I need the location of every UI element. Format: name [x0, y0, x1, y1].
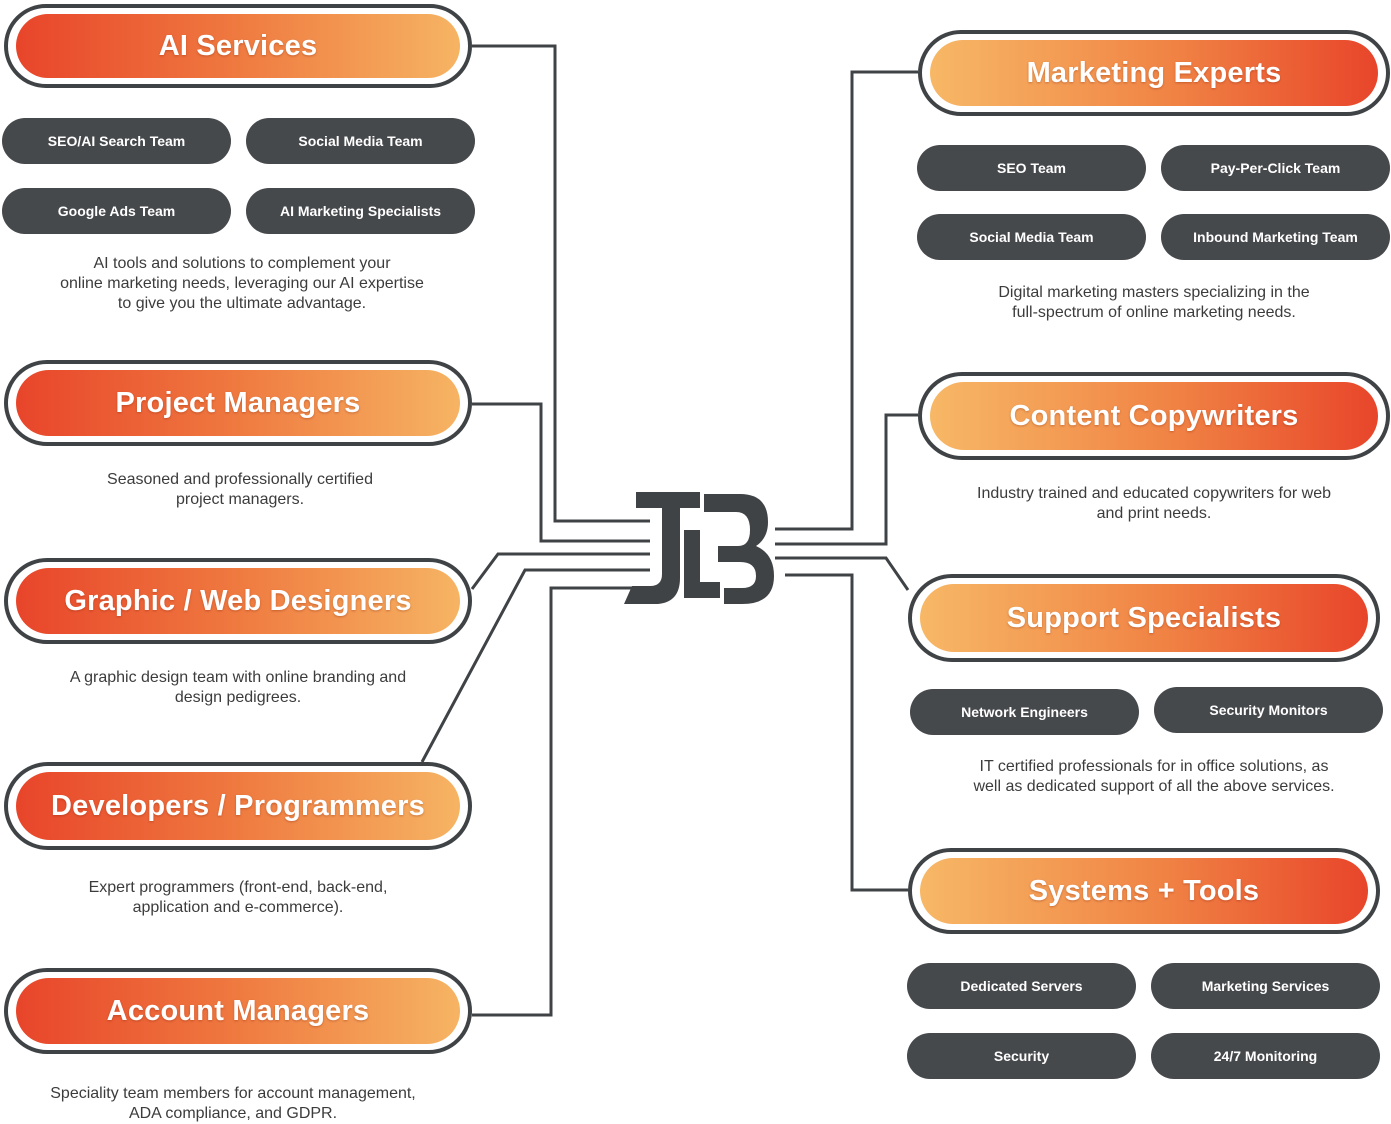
tag-ai-marketing-specialists[interactable]: AI Marketing Specialists	[246, 188, 475, 234]
connector-graphic-web	[470, 552, 650, 590]
systems-tools-header[interactable]: Systems + Tools	[908, 848, 1380, 934]
connector-project-managers	[472, 402, 650, 543]
ai-services-description: AI tools and solutions to complement you…	[60, 255, 424, 312]
tag-marketing-services[interactable]: Marketing Services	[1151, 963, 1380, 1009]
connector-systems-tools	[785, 573, 908, 892]
connector-account-managers	[472, 586, 650, 1017]
tag-seo-ai-search-team[interactable]: SEO/AI Search Team	[2, 118, 231, 164]
tag-dedicated-servers[interactable]: Dedicated Servers	[907, 963, 1136, 1009]
account-managers-description: Speciality team members for account mana…	[50, 1085, 416, 1122]
connector-content-copywriters	[775, 413, 918, 546]
support-specialists-header[interactable]: Support Specialists	[908, 574, 1380, 662]
connector-marketing-experts	[775, 70, 918, 531]
tag-inbound-marketing-team[interactable]: Inbound Marketing Team	[1161, 214, 1390, 260]
tag-seo-team[interactable]: SEO Team	[917, 145, 1146, 191]
project-managers-title: Project Managers	[16, 370, 460, 436]
connector-support-specialists	[775, 556, 910, 591]
content-copywriters-description: Industry trained and educated copywriter…	[977, 485, 1331, 522]
ai-services-title: AI Services	[16, 14, 460, 78]
connector-ai-services	[472, 44, 650, 523]
tag-social-media-team[interactable]: Social Media Team	[246, 118, 475, 164]
project-managers-header[interactable]: Project Managers	[4, 360, 472, 446]
graphic-web-designers-title: Graphic / Web Designers	[16, 568, 460, 634]
tag-security[interactable]: Security	[907, 1033, 1136, 1079]
ai-services-header[interactable]: AI Services	[4, 4, 472, 88]
support-specialists-description: IT certified professionals for in office…	[973, 758, 1335, 795]
graphic-web-designers-header[interactable]: Graphic / Web Designers	[4, 558, 472, 644]
developers-programmers-description: Expert programmers (front-end, back-end,…	[88, 879, 388, 916]
graphic-web-designers-description: A graphic design team with online brandi…	[69, 669, 407, 706]
systems-tools-title: Systems + Tools	[920, 858, 1368, 924]
tag-social-media-team-right[interactable]: Social Media Team	[917, 214, 1146, 260]
account-managers-title: Account Managers	[16, 978, 460, 1044]
developers-programmers-header[interactable]: Developers / Programmers	[4, 762, 472, 850]
tag-google-ads-team[interactable]: Google Ads Team	[2, 188, 231, 234]
tag-security-monitors[interactable]: Security Monitors	[1154, 687, 1383, 733]
jlb-logo	[624, 492, 774, 604]
content-copywriters-header[interactable]: Content Copywriters	[918, 372, 1390, 460]
account-managers-header[interactable]: Account Managers	[4, 968, 472, 1054]
marketing-experts-description: Digital marketing masters specializing i…	[998, 284, 1310, 321]
connector-developers	[420, 568, 650, 763]
developers-programmers-title: Developers / Programmers	[16, 772, 460, 840]
marketing-experts-title: Marketing Experts	[930, 40, 1378, 106]
tag-network-engineers[interactable]: Network Engineers	[910, 689, 1139, 735]
tag-24-7-monitoring[interactable]: 24/7 Monitoring	[1151, 1033, 1380, 1079]
content-copywriters-title: Content Copywriters	[930, 382, 1378, 450]
tag-pay-per-click-team[interactable]: Pay-Per-Click Team	[1161, 145, 1390, 191]
marketing-experts-header[interactable]: Marketing Experts	[918, 30, 1390, 116]
support-specialists-title: Support Specialists	[920, 584, 1368, 652]
